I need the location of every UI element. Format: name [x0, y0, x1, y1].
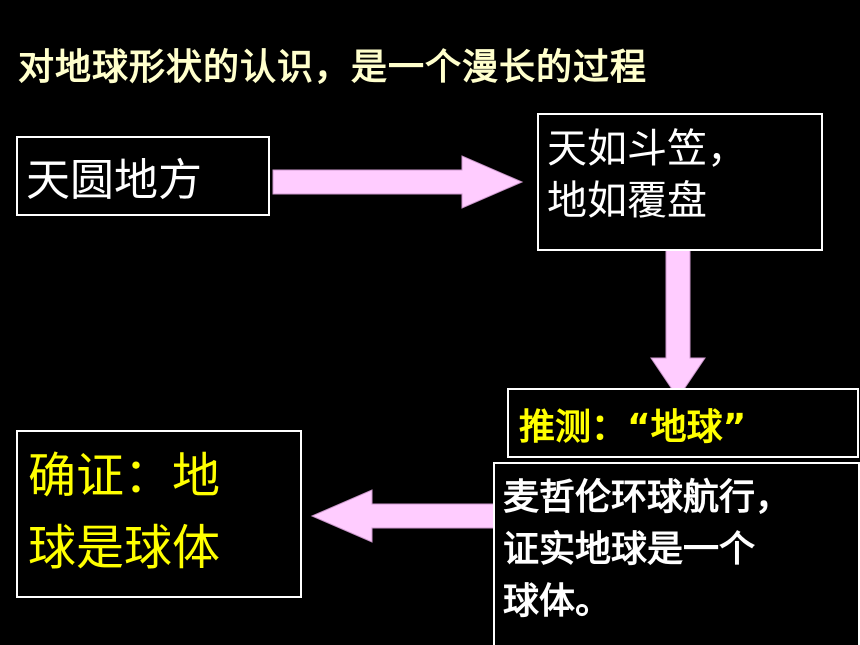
box-tianru-line1: 天如斗笠， [547, 126, 747, 172]
arrow-down [650, 242, 706, 399]
box-confirm-sphere: 确证：地 球是球体 [16, 430, 302, 598]
box-tianru-line2: 地如覆盘 [547, 178, 707, 224]
box-confirm-line2: 球是球体 [28, 520, 221, 576]
box-tianyuan-text: 天圆地方 [26, 155, 202, 206]
box-tianyuan-difang: 天圆地方 [16, 136, 270, 216]
box-confirm-line1: 确证：地 [28, 448, 221, 504]
box-magellan: 麦哲伦环球航行， 证实地球是一个 球体。 [493, 462, 860, 645]
box-guess-earth: 推测：“地球” [507, 388, 859, 458]
slide-title: 对地球形状的认识，是一个漫长的过程 [18, 47, 648, 88]
box-guess-text: 推测：“地球” [519, 407, 747, 448]
arrow-left [310, 489, 501, 543]
box-magellan-line3: 球体。 [503, 581, 612, 622]
box-magellan-line2: 证实地球是一个 [503, 529, 756, 570]
arrow-right [272, 155, 524, 209]
box-magellan-line1: 麦哲伦环球航行， [503, 477, 792, 518]
box-tianru-douli: 天如斗笠， 地如覆盘 [537, 113, 823, 251]
